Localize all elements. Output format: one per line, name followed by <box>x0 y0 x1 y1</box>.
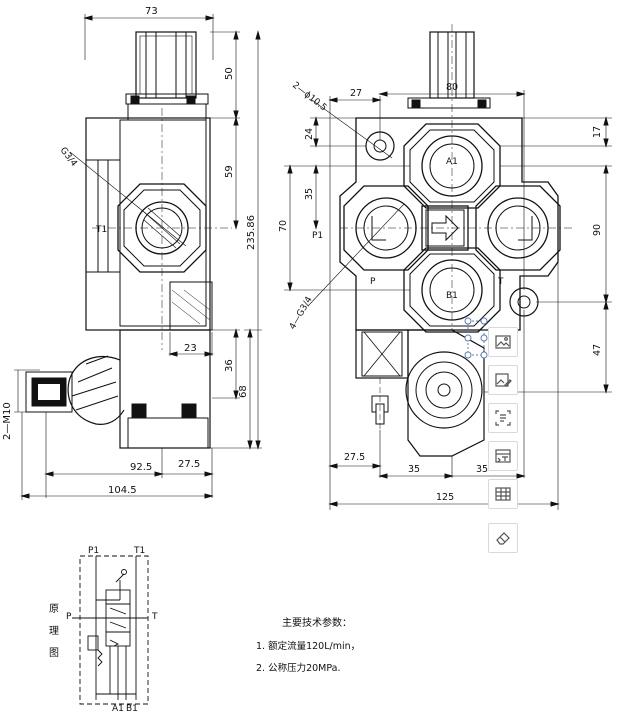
dim-side-mid: 59 <box>224 165 235 178</box>
dim-front-35a: 35 <box>408 464 420 475</box>
schematic-t1: T1 <box>134 546 146 556</box>
translate-icon[interactable] <box>488 441 518 471</box>
dim-front-275: 27.5 <box>344 452 365 463</box>
dim-front-80: 80 <box>446 82 458 93</box>
dim-front-35b: 35 <box>476 464 488 475</box>
image-icon[interactable] <box>488 327 518 357</box>
dim-front-35v: 35 <box>304 188 315 200</box>
dim-front-holes: 2—ϕ10.5 <box>290 80 328 113</box>
schematic-p: P <box>66 612 72 622</box>
side-view: 73 G3/4 T1 <box>2 6 262 500</box>
dim-front-47: 47 <box>592 344 603 356</box>
dim-side-925: 92.5 <box>130 462 152 473</box>
label-side-t1: T1 <box>95 225 107 235</box>
dim-side-36: 36 <box>224 359 235 372</box>
dim-side-1045: 104.5 <box>108 485 137 496</box>
table-icon[interactable] <box>488 479 518 509</box>
selection-handles[interactable] <box>462 315 492 365</box>
dim-front-27: 27 <box>350 88 362 99</box>
params-title: 主要技术参数： <box>282 618 352 629</box>
param-item-1: 1. 额定流量120L/min， <box>256 641 361 652</box>
eraser-icon[interactable] <box>488 523 518 553</box>
dim-front-17: 17 <box>592 126 603 138</box>
schematic-side-label-2: 理 <box>49 626 59 637</box>
edit-image-icon[interactable] <box>488 365 518 395</box>
schematic-p1: P1 <box>88 546 100 556</box>
dim-front-90: 90 <box>592 224 603 236</box>
port-p: P <box>370 277 376 287</box>
dim-side-275: 27.5 <box>178 459 200 470</box>
schematic-t: T <box>152 612 158 622</box>
dim-front-125: 125 <box>436 492 454 503</box>
schematic-side-label-3: 图 <box>49 648 59 659</box>
dim-side-width: 73 <box>145 6 158 17</box>
front-view: A1 B1 P1 P T <box>278 24 612 510</box>
port-a1: A1 <box>446 157 458 167</box>
dim-front-70: 70 <box>278 220 289 232</box>
label-side-m10: 2—M10 <box>2 402 13 440</box>
dim-side-total: 235.86 <box>246 215 257 250</box>
port-b1: B1 <box>446 291 458 301</box>
label-front-4g34: 4—G3/4 <box>288 295 315 332</box>
port-t: T <box>497 277 504 287</box>
schematic-b1: B1 <box>126 704 138 714</box>
dim-side-top: 50 <box>224 67 235 80</box>
dim-front-24: 24 <box>304 128 315 140</box>
dim-side-23: 23 <box>184 343 197 354</box>
hydraulic-schematic <box>72 555 149 705</box>
dim-side-68: 68 <box>238 385 249 398</box>
schematic-side-label-1: 原 <box>49 604 59 615</box>
text-extract-icon[interactable] <box>488 403 518 433</box>
label-side-g34: G3/4 <box>58 146 79 169</box>
param-item-2: 2. 公称压力20MPa. <box>256 663 341 674</box>
schematic-a1: A1 <box>112 704 124 714</box>
port-p1: P1 <box>312 231 323 241</box>
